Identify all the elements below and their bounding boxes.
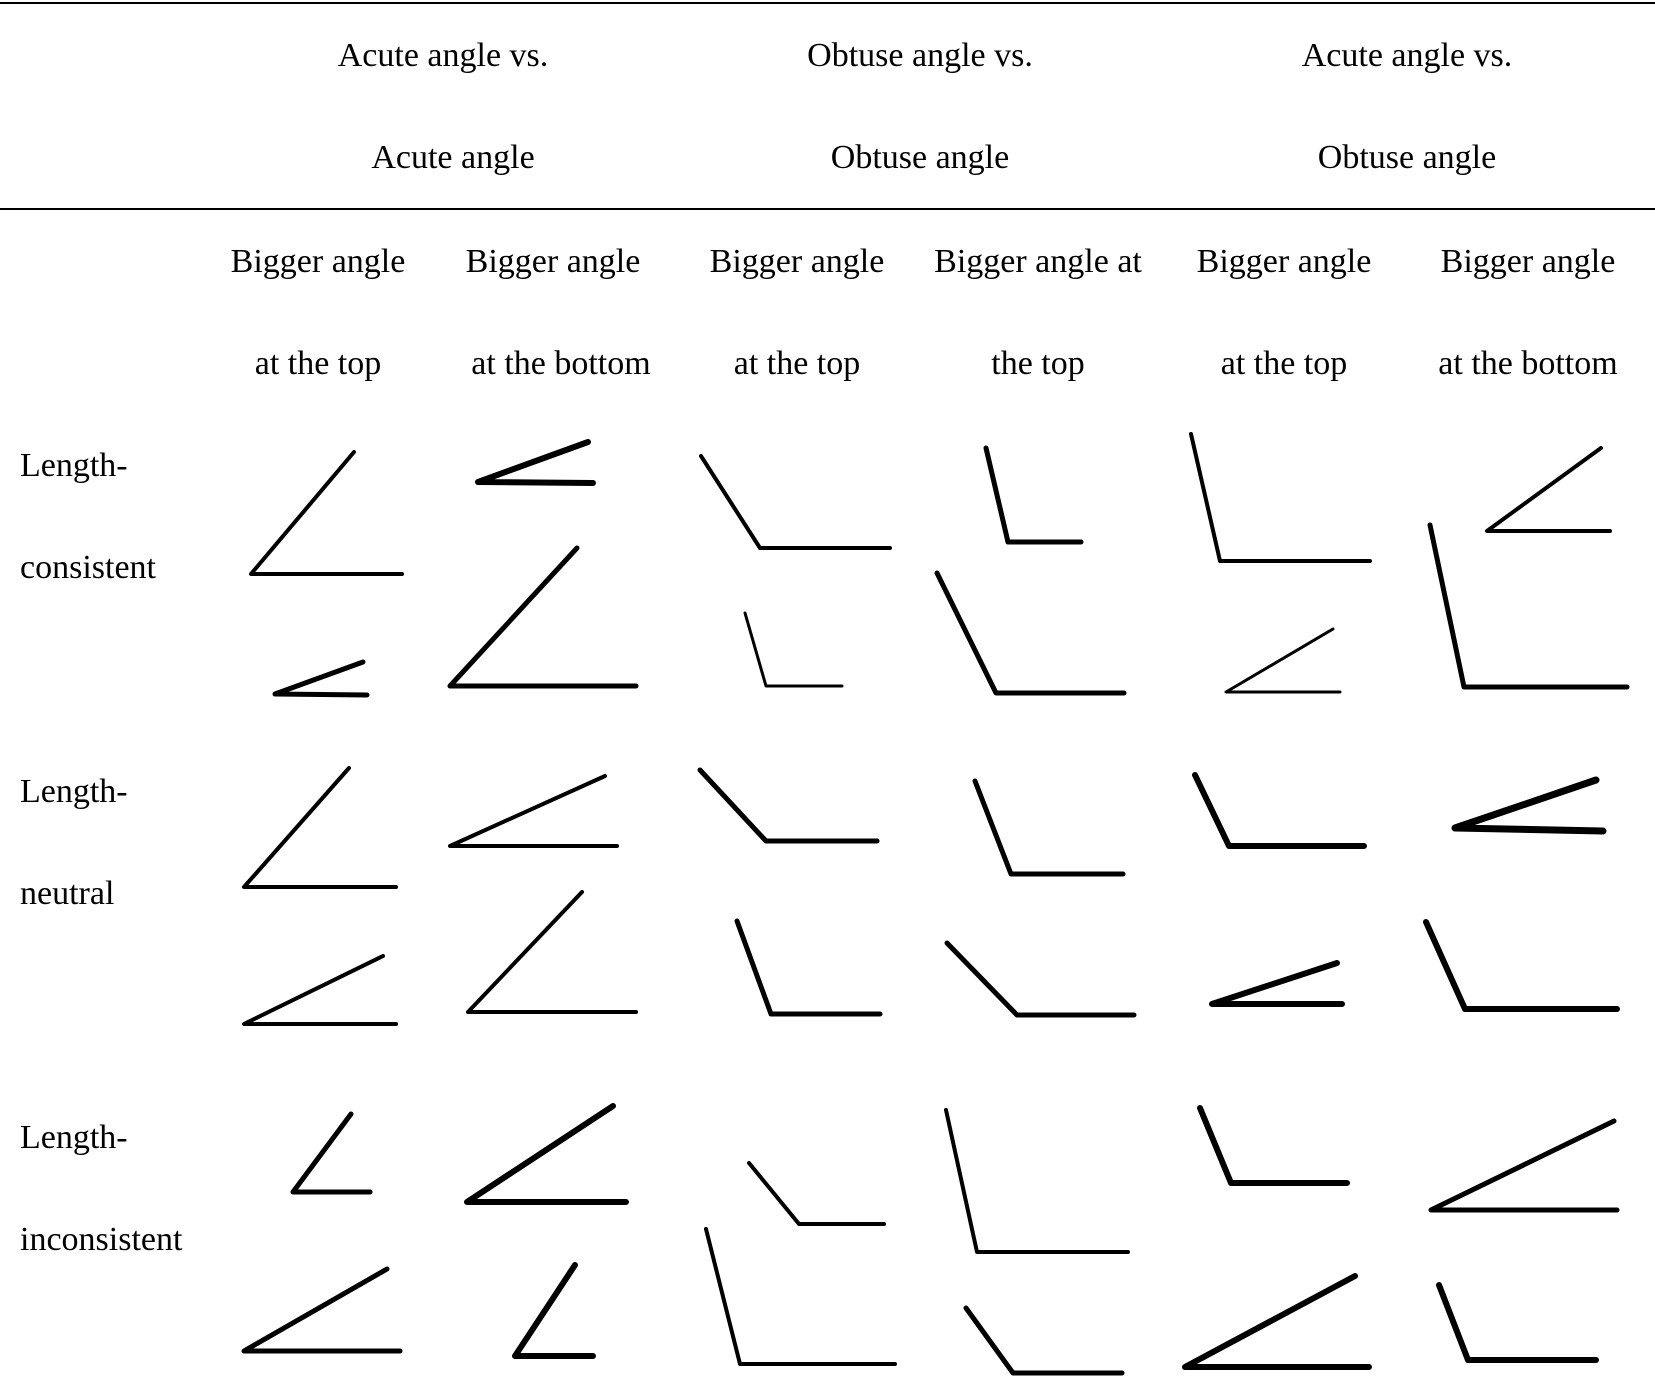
row-label-line2: inconsistent (20, 1221, 183, 1258)
angle-stimulus-r2c2-bottom (466, 890, 638, 1014)
top-rule (0, 2, 1655, 4)
angle-stimulus-r3c4-bottom (963, 1305, 1125, 1376)
row-label-line2: consistent (20, 549, 156, 586)
group-header-line2: Acute angle (371, 139, 535, 176)
angle-stimulus-r2c5-bottom (1209, 960, 1345, 1007)
angle-stimulus-r1c5-bottom (1224, 627, 1342, 694)
row-label-line1: Length- (20, 1119, 128, 1156)
angle-stimulus-r1c5-top (1189, 432, 1372, 563)
angle-stimulus-r1c1-top (249, 450, 404, 576)
row-label-line2: neutral (20, 875, 115, 912)
column-header-line2: the top (991, 345, 1085, 382)
angle-stimulus-r3c6-bottom (1436, 1282, 1599, 1363)
angle-stimulus-r3c3-top (747, 1161, 886, 1226)
angle-stimulus-r1c3-top (699, 454, 892, 550)
angle-stimulus-r1c4-top (983, 445, 1084, 545)
group-header-line1: Obtuse angle vs. (807, 37, 1033, 74)
angle-stimulus-r3c4-top (944, 1108, 1130, 1254)
angle-stimulus-r2c6-top (1451, 776, 1607, 835)
angle-stimulus-r1c1-bottom (272, 659, 370, 698)
angle-stimulus-r1c6-bottom (1427, 522, 1630, 690)
column-header-line1: Bigger angle (465, 243, 641, 280)
angle-stimulus-r1c2-bottom (447, 545, 639, 689)
angle-stimulus-r3c2-bottom (512, 1262, 596, 1359)
row-label-line1: Length- (20, 773, 128, 810)
angle-stimulus-r3c2-top (464, 1103, 629, 1205)
column-header-line1: Bigger angle (230, 243, 406, 280)
angle-stimulus-r1c2-top (475, 439, 596, 486)
angle-stimulus-r2c2-top (448, 774, 619, 848)
group-header-line1: Acute angle vs. (337, 37, 549, 74)
column-header-line2: at the top (1220, 345, 1348, 382)
column-header-line2: at the bottom (471, 345, 651, 382)
angle-stimulus-r2c3-top (697, 767, 880, 844)
angle-stimulus-r1c4-bottom (934, 570, 1127, 696)
group-header-line2: Obtuse angle (830, 139, 1010, 176)
column-header-line1: Bigger angle (1440, 243, 1616, 280)
angle-stimulus-r2c4-bottom (944, 940, 1137, 1018)
angle-stimulus-r2c4-top (972, 778, 1126, 877)
angle-stimulus-r2c1-top (242, 766, 398, 889)
angle-stimulus-r2c3-bottom (734, 918, 883, 1017)
column-header-line2: at the top (733, 345, 861, 382)
column-header-line2: at the bottom (1438, 345, 1618, 382)
column-header-line1: Bigger angle (709, 243, 885, 280)
column-header-line1: Bigger angle at (934, 243, 1142, 280)
angle-stimulus-r3c5-top (1197, 1105, 1350, 1186)
angle-stimulus-r3c3-bottom (704, 1227, 897, 1366)
angle-stimulus-r3c6-top (1428, 1118, 1620, 1213)
header-rule (0, 208, 1655, 210)
angle-stimulus-r3c5-bottom (1182, 1273, 1372, 1370)
angle-stimulus-r3c1-top (290, 1111, 373, 1195)
row-label-line1: Length- (20, 447, 128, 484)
angle-stimulus-r2c5-top (1192, 772, 1367, 849)
group-header-line2: Obtuse angle (1317, 139, 1497, 176)
angle-stimulus-r3c1-bottom (241, 1266, 403, 1354)
angle-stimulus-r2c1-bottom (242, 954, 398, 1026)
column-header-line1: Bigger angle (1196, 243, 1372, 280)
group-header-line1: Acute angle vs. (1301, 37, 1513, 74)
angle-stimulus-r2c6-bottom (1423, 919, 1620, 1012)
column-header-line2: at the top (254, 345, 382, 382)
angle-stimulus-r1c3-bottom (743, 611, 844, 688)
angle-stimulus-r1c6-top (1485, 446, 1612, 533)
